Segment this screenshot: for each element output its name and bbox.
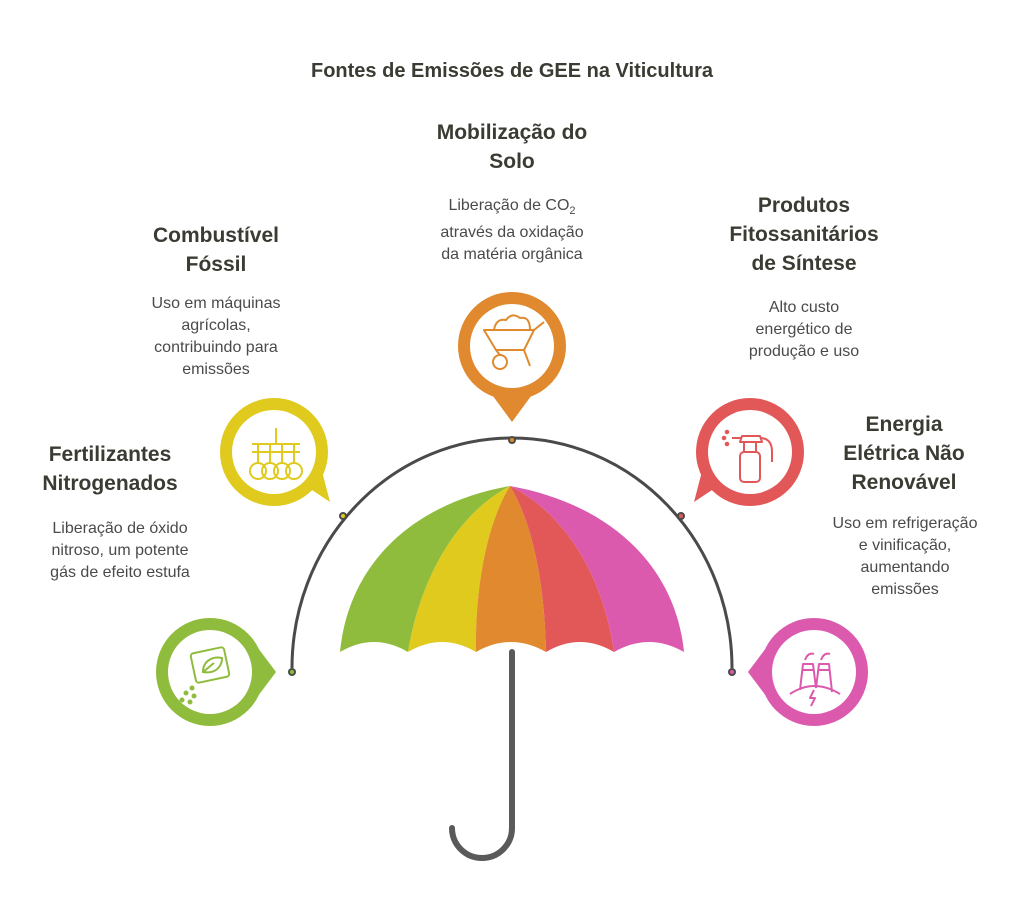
badge-produtos [694, 398, 804, 506]
badge-combustivel [220, 398, 330, 506]
combustivel-description: Uso em máquinas agrícolas, contribuindo … [151, 295, 281, 378]
canopy-segment-yellow [408, 486, 510, 652]
mobilizacao-description: Liberação de CO2 através da oxidação da … [440, 197, 584, 264]
fertilizantes-title: Fertilizantes Nitrogenados [42, 443, 178, 495]
combustivel-title: Combustível Fóssil [152, 224, 280, 276]
badge-fertilizantes [156, 618, 276, 726]
power-plant-icon [789, 652, 841, 707]
seed-bag-icon [179, 646, 231, 705]
spray-bottle-icon [721, 429, 773, 483]
energia-description: Uso em refrigeração e vinificação, aumen… [832, 515, 978, 598]
wheelbarrow-icon [483, 314, 545, 370]
produtos-description: Alto custo energético de produção e uso [748, 299, 860, 360]
tractor-harrow-icon [249, 428, 303, 480]
umbrella-canopy [340, 486, 684, 652]
canopy-segment-red [510, 486, 614, 652]
fertilizantes-description: Liberação de óxido nitroso, um potente g… [50, 520, 190, 581]
canopy-segment-orange [475, 486, 546, 652]
badge-mobilizacao [458, 292, 566, 422]
energia-title: Energia Elétrica Não Renovável [843, 413, 965, 494]
badge-energia [748, 618, 868, 726]
produtos-title: Produtos Fitossanitários de Síntese [729, 194, 879, 275]
canopy-segment-green [340, 486, 510, 652]
umbrella-handle [449, 649, 515, 861]
mobilizacao-title: Mobilização do Solo [436, 121, 588, 173]
canopy-segment-pink [510, 486, 684, 652]
diagram-title: Fontes de Emissões de GEE na Viticultura [311, 60, 713, 82]
